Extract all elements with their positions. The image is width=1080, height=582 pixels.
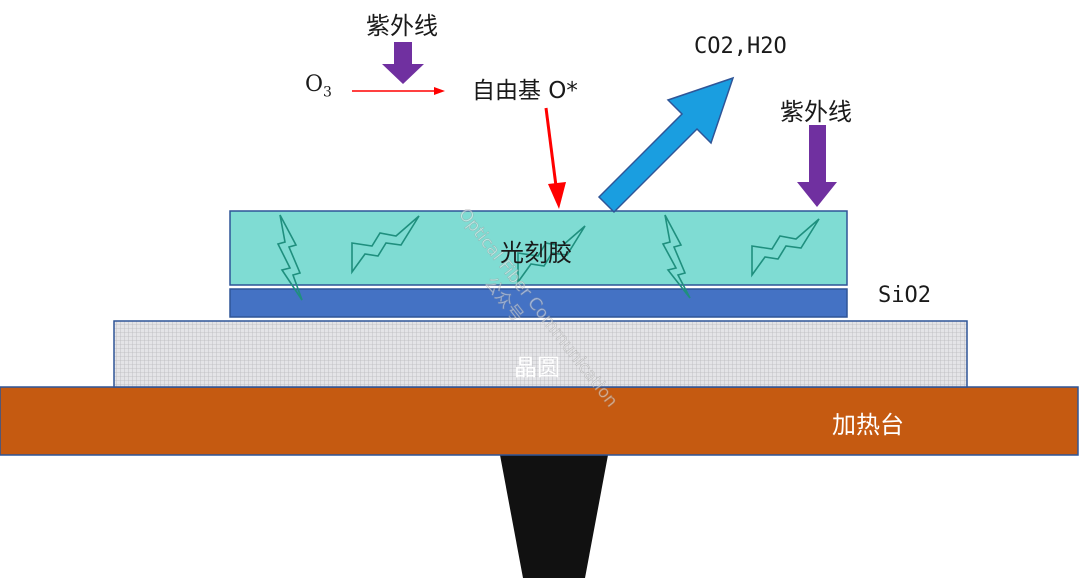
heater-plate [0,386,1079,456]
heater-label: 加热台 [832,411,904,439]
lightning-bolt-icon [351,215,420,275]
lightning-bolt-icon [751,218,820,278]
wafer-label: 晶圆 [514,355,560,381]
uv-label-right: 紫外线 [780,98,852,126]
uv-label-left: 紫外线 [366,12,438,40]
uv-arrow-left [382,42,424,84]
reaction-arrow [352,87,445,95]
chuck-pedestal [500,455,608,578]
lightning-bolt-icon [661,214,691,299]
ozone-subscript: 3 [323,84,332,101]
radical-label: 自由基 O* [472,78,578,104]
lightning-bolt-icon [517,225,586,285]
uv-arrow-right [797,125,837,207]
ozone-label: O3 [305,72,332,100]
sio2-layer [229,288,848,318]
products-label: CO2,H2O [694,34,787,59]
wafer-layer [113,320,968,388]
lightning-bolt-icon [276,214,303,301]
product-arrow [597,76,735,214]
radical-arrow [544,107,566,209]
ozone-base: O [305,72,324,97]
photoresist-label: 光刻胶 [500,239,572,267]
photoresist-layer [229,210,848,286]
sio2-label: SiO2 [878,283,931,308]
